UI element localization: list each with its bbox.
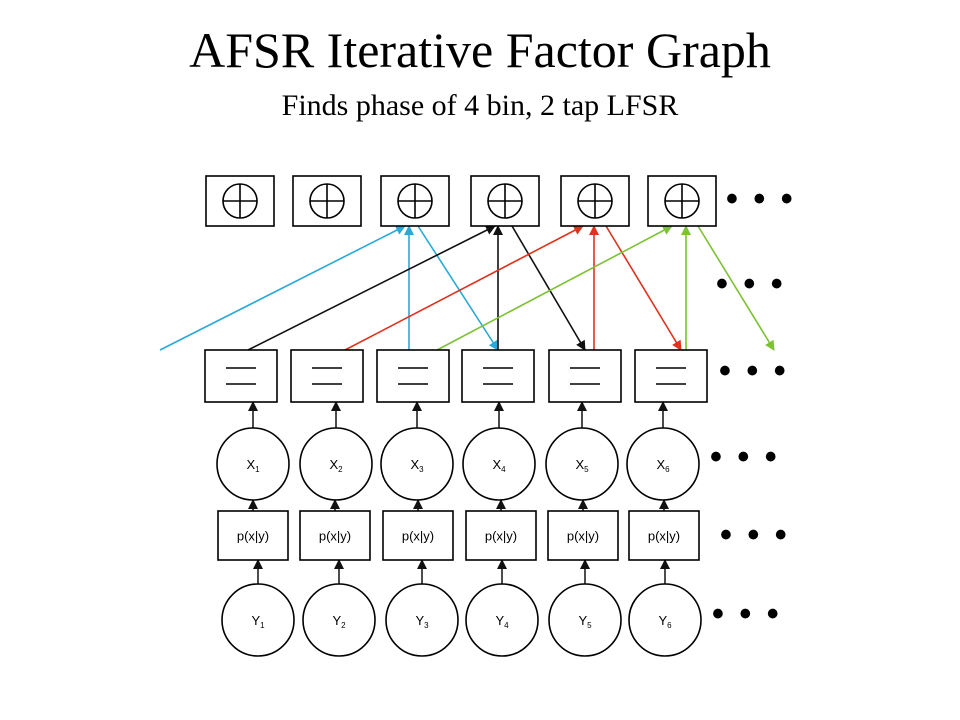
likelihood-factor-box	[465, 510, 537, 561]
likelihood-factor-node: p(x|y)	[299, 510, 371, 561]
xor-factor-node	[647, 175, 717, 227]
equality-factor-node	[634, 349, 708, 403]
observation-label: Y2	[332, 613, 346, 630]
variable-node-circle	[380, 427, 454, 501]
observation-label: Y4	[495, 613, 509, 630]
variable-node: X1	[216, 427, 290, 501]
observation-node: Y3	[385, 583, 459, 657]
equality-factor-box	[548, 349, 622, 403]
xor-factor-node	[380, 175, 450, 227]
likelihood-label: p(x|y)	[648, 529, 680, 544]
edge-blue-feedback	[159, 225, 406, 351]
variable-node-circle	[216, 427, 290, 501]
likelihood-factor-node: p(x|y)	[217, 510, 289, 561]
likelihood-label: p(x|y)	[237, 529, 269, 544]
observation-label: Y1	[251, 613, 265, 630]
slide-title: AFSR Iterative Factor Graph	[189, 22, 771, 78]
observation-node: Y5	[548, 583, 622, 657]
continuation-ellipsis: • • •	[716, 265, 786, 303]
equality-factor-box	[376, 349, 450, 403]
likelihood-factor-box	[217, 510, 289, 561]
likelihood-factor-node: p(x|y)	[465, 510, 537, 561]
edge-red-output	[605, 225, 682, 351]
observation-label: Y3	[415, 613, 429, 630]
observation-label: Y6	[658, 613, 672, 630]
xor-factor-node	[205, 175, 275, 227]
observation-node-circle	[302, 583, 376, 657]
likelihood-label: p(x|y)	[402, 529, 434, 544]
variable-node-circle	[299, 427, 373, 501]
equality-factor-box	[634, 349, 708, 403]
variable-node-circle	[545, 427, 619, 501]
variable-label: X3	[410, 457, 424, 474]
continuation-ellipsis: • • •	[720, 516, 790, 554]
edge-black-output	[511, 225, 586, 351]
likelihood-factor-node: p(x|y)	[628, 510, 700, 561]
equality-factor-node	[461, 349, 535, 403]
continuation-ellipsis: • • •	[726, 180, 796, 218]
observation-node: Y4	[465, 583, 539, 657]
continuation-ellipsis: • • •	[719, 352, 789, 390]
variable-node-circle	[626, 427, 700, 501]
observation-node-circle	[465, 583, 539, 657]
likelihood-factor-node: p(x|y)	[382, 510, 454, 561]
equality-factor-node	[548, 349, 622, 403]
edge-black-feedback	[247, 225, 496, 351]
likelihood-label: p(x|y)	[567, 529, 599, 544]
node-layer: X1 X2 X3 X4 X5 X6 p(x|y) p(x|y) p(x|y) p(x|y) p(x|…	[204, 175, 796, 657]
observation-node-circle	[548, 583, 622, 657]
variable-node: X3	[380, 427, 454, 501]
variable-node: X4	[462, 427, 536, 501]
observation-node: Y2	[302, 583, 376, 657]
edge-layer	[159, 225, 775, 351]
equality-factor-box	[290, 349, 364, 403]
edge-red-feedback	[344, 225, 584, 351]
variable-label: X1	[246, 457, 260, 474]
likelihood-factor-box	[382, 510, 454, 561]
variable-node: X5	[545, 427, 619, 501]
equality-factor-node	[204, 349, 278, 403]
xor-factor-node	[292, 175, 362, 227]
variable-label: X6	[656, 457, 670, 474]
xor-factor-node	[560, 175, 630, 227]
slide-subtitle: Finds phase of 4 bin, 2 tap LFSR	[281, 89, 679, 122]
variable-label: X4	[492, 457, 506, 474]
continuation-ellipsis: • • •	[710, 438, 780, 476]
variable-node-circle	[462, 427, 536, 501]
edge-green-output	[697, 225, 775, 351]
likelihood-factor-box	[547, 510, 619, 561]
likelihood-factor-box	[628, 510, 700, 561]
observation-node: Y6	[628, 583, 702, 657]
observation-label: Y5	[578, 613, 592, 630]
variable-label: X2	[329, 457, 343, 474]
equality-factor-box	[461, 349, 535, 403]
edge-blue-output	[417, 225, 499, 351]
likelihood-factor-box	[299, 510, 371, 561]
variable-node: X2	[299, 427, 373, 501]
variable-label: X5	[575, 457, 589, 474]
observation-node-circle	[628, 583, 702, 657]
edge-green-feedback	[436, 225, 673, 351]
observation-node: Y1	[221, 583, 295, 657]
likelihood-factor-node: p(x|y)	[547, 510, 619, 561]
equality-factor-node	[376, 349, 450, 403]
likelihood-label: p(x|y)	[485, 529, 517, 544]
observation-node-circle	[221, 583, 295, 657]
xor-factor-node	[470, 175, 540, 227]
equality-factor-node	[290, 349, 364, 403]
likelihood-label: p(x|y)	[319, 529, 351, 544]
continuation-ellipsis: • • •	[712, 595, 782, 633]
observation-node-circle	[385, 583, 459, 657]
variable-node: X6	[626, 427, 700, 501]
equality-factor-box	[204, 349, 278, 403]
